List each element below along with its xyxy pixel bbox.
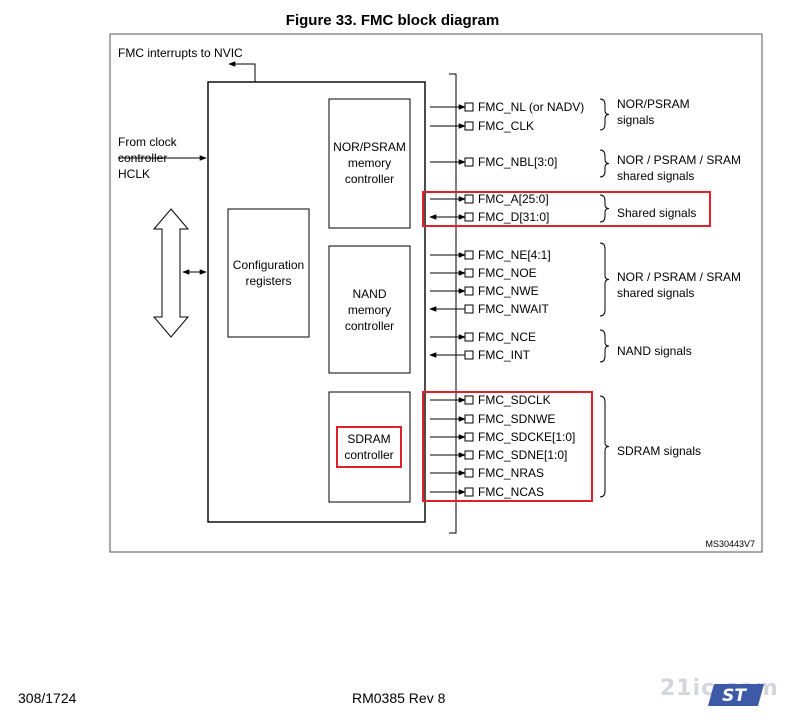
nor-controller-box xyxy=(328,98,411,229)
signal-pin xyxy=(464,350,474,360)
group-brace xyxy=(599,194,610,223)
group-label: Shared signals xyxy=(617,206,696,220)
config-registers-label-2: registers xyxy=(245,274,291,288)
signal-pin xyxy=(464,414,474,424)
nor-controller-label-3: controller xyxy=(345,172,394,186)
group-label: NOR / PSRAM / SRAM xyxy=(617,270,741,284)
group-label: shared signals xyxy=(617,169,694,183)
clock-label-3: HCLK xyxy=(118,167,150,181)
group-label: NAND signals xyxy=(617,344,692,358)
signal-pin xyxy=(464,432,474,442)
config-registers-label-1: Configuration xyxy=(233,258,304,272)
interrupts-label: FMC interrupts to NVIC xyxy=(118,46,243,60)
signal-label: FMC_NBL[3:0] xyxy=(478,155,557,169)
signal-pin xyxy=(464,102,474,112)
signal-label: FMC_CLK xyxy=(478,119,534,133)
nand-controller-label-2: memory xyxy=(348,303,391,317)
signal-label: FMC_NRAS xyxy=(478,466,544,480)
signal-pin xyxy=(464,468,474,478)
page-number: 308/1724 xyxy=(18,690,77,706)
group-label: signals xyxy=(617,113,654,127)
signal-label: FMC_NCE xyxy=(478,330,536,344)
signal-label: FMC_NOE xyxy=(478,266,537,280)
signal-label: FMC_NL (or NADV) xyxy=(478,100,584,114)
sdram-signals-highlight xyxy=(422,391,593,502)
shared-signals-highlight xyxy=(422,191,711,227)
config-registers-box xyxy=(227,208,310,338)
nand-controller-label-1: NAND xyxy=(352,287,386,301)
nand-controller-box xyxy=(328,245,411,374)
signal-layer: FMC_NL (or NADV) FMC_CLK FMC_NBL[3:0] FMC_A… xyxy=(429,100,584,499)
signal-label: FMC_A[25:0] xyxy=(478,192,549,206)
signal-bus xyxy=(449,73,457,534)
signal-pin xyxy=(464,250,474,260)
group-label: shared signals xyxy=(617,286,694,300)
sdram-controller-box xyxy=(328,391,411,503)
signal-pin xyxy=(464,332,474,342)
clock-label-1: From clock xyxy=(118,135,178,149)
interrupt-arrow xyxy=(228,61,256,82)
group-brace xyxy=(599,329,610,363)
group-label: NOR/PSRAM xyxy=(617,97,690,111)
figure-title: Figure 33. FMC block diagram xyxy=(285,12,500,29)
signal-label: FMC_SDCLK xyxy=(478,393,551,407)
group-label: SDRAM signals xyxy=(617,444,701,458)
signal-pin xyxy=(464,121,474,131)
signal-label: FMC_D[31:0] xyxy=(478,210,549,224)
signal-pin xyxy=(464,268,474,278)
figure-ref: MS30443V7 xyxy=(705,539,755,549)
group-brace xyxy=(599,98,610,131)
group-brace xyxy=(599,149,610,178)
sdram-controller-label-2: controller xyxy=(344,448,393,462)
signal-pin xyxy=(464,487,474,497)
svg-text:ST: ST xyxy=(722,686,747,706)
signal-pin xyxy=(464,212,474,222)
signal-pin xyxy=(464,395,474,405)
nor-controller-label-1: NOR/PSRAM xyxy=(333,140,406,154)
signal-pin xyxy=(464,304,474,314)
nand-controller-label-3: controller xyxy=(345,319,394,333)
signal-pin xyxy=(464,450,474,460)
signal-label: FMC_SDNE[1:0] xyxy=(478,448,567,462)
st-logo-icon: ST xyxy=(708,684,764,706)
group-brace xyxy=(599,395,610,498)
group-label: NOR / PSRAM / SRAM xyxy=(617,153,741,167)
doc-revision: RM0385 Rev 8 xyxy=(352,690,446,706)
signal-label: FMC_SDNWE xyxy=(478,412,555,426)
signal-label: FMC_NWE xyxy=(478,284,539,298)
signal-pin xyxy=(464,157,474,167)
signal-label: FMC_INT xyxy=(478,348,531,362)
signal-label: FMC_NCAS xyxy=(478,485,544,499)
outer-frame xyxy=(109,33,763,553)
sdram-controller-highlight xyxy=(336,426,402,468)
signal-label: FMC_NWAIT xyxy=(478,302,550,316)
group-brace xyxy=(599,242,610,317)
signal-label: FMC_NE[4:1] xyxy=(478,248,551,262)
signal-pin xyxy=(464,286,474,296)
sdram-controller-label-1: SDRAM xyxy=(347,432,390,446)
signal-label: FMC_SDCKE[1:0] xyxy=(478,430,575,444)
nor-controller-label-2: memory xyxy=(348,156,391,170)
signal-pin xyxy=(464,194,474,204)
ahb-bus-arrow xyxy=(152,208,190,338)
